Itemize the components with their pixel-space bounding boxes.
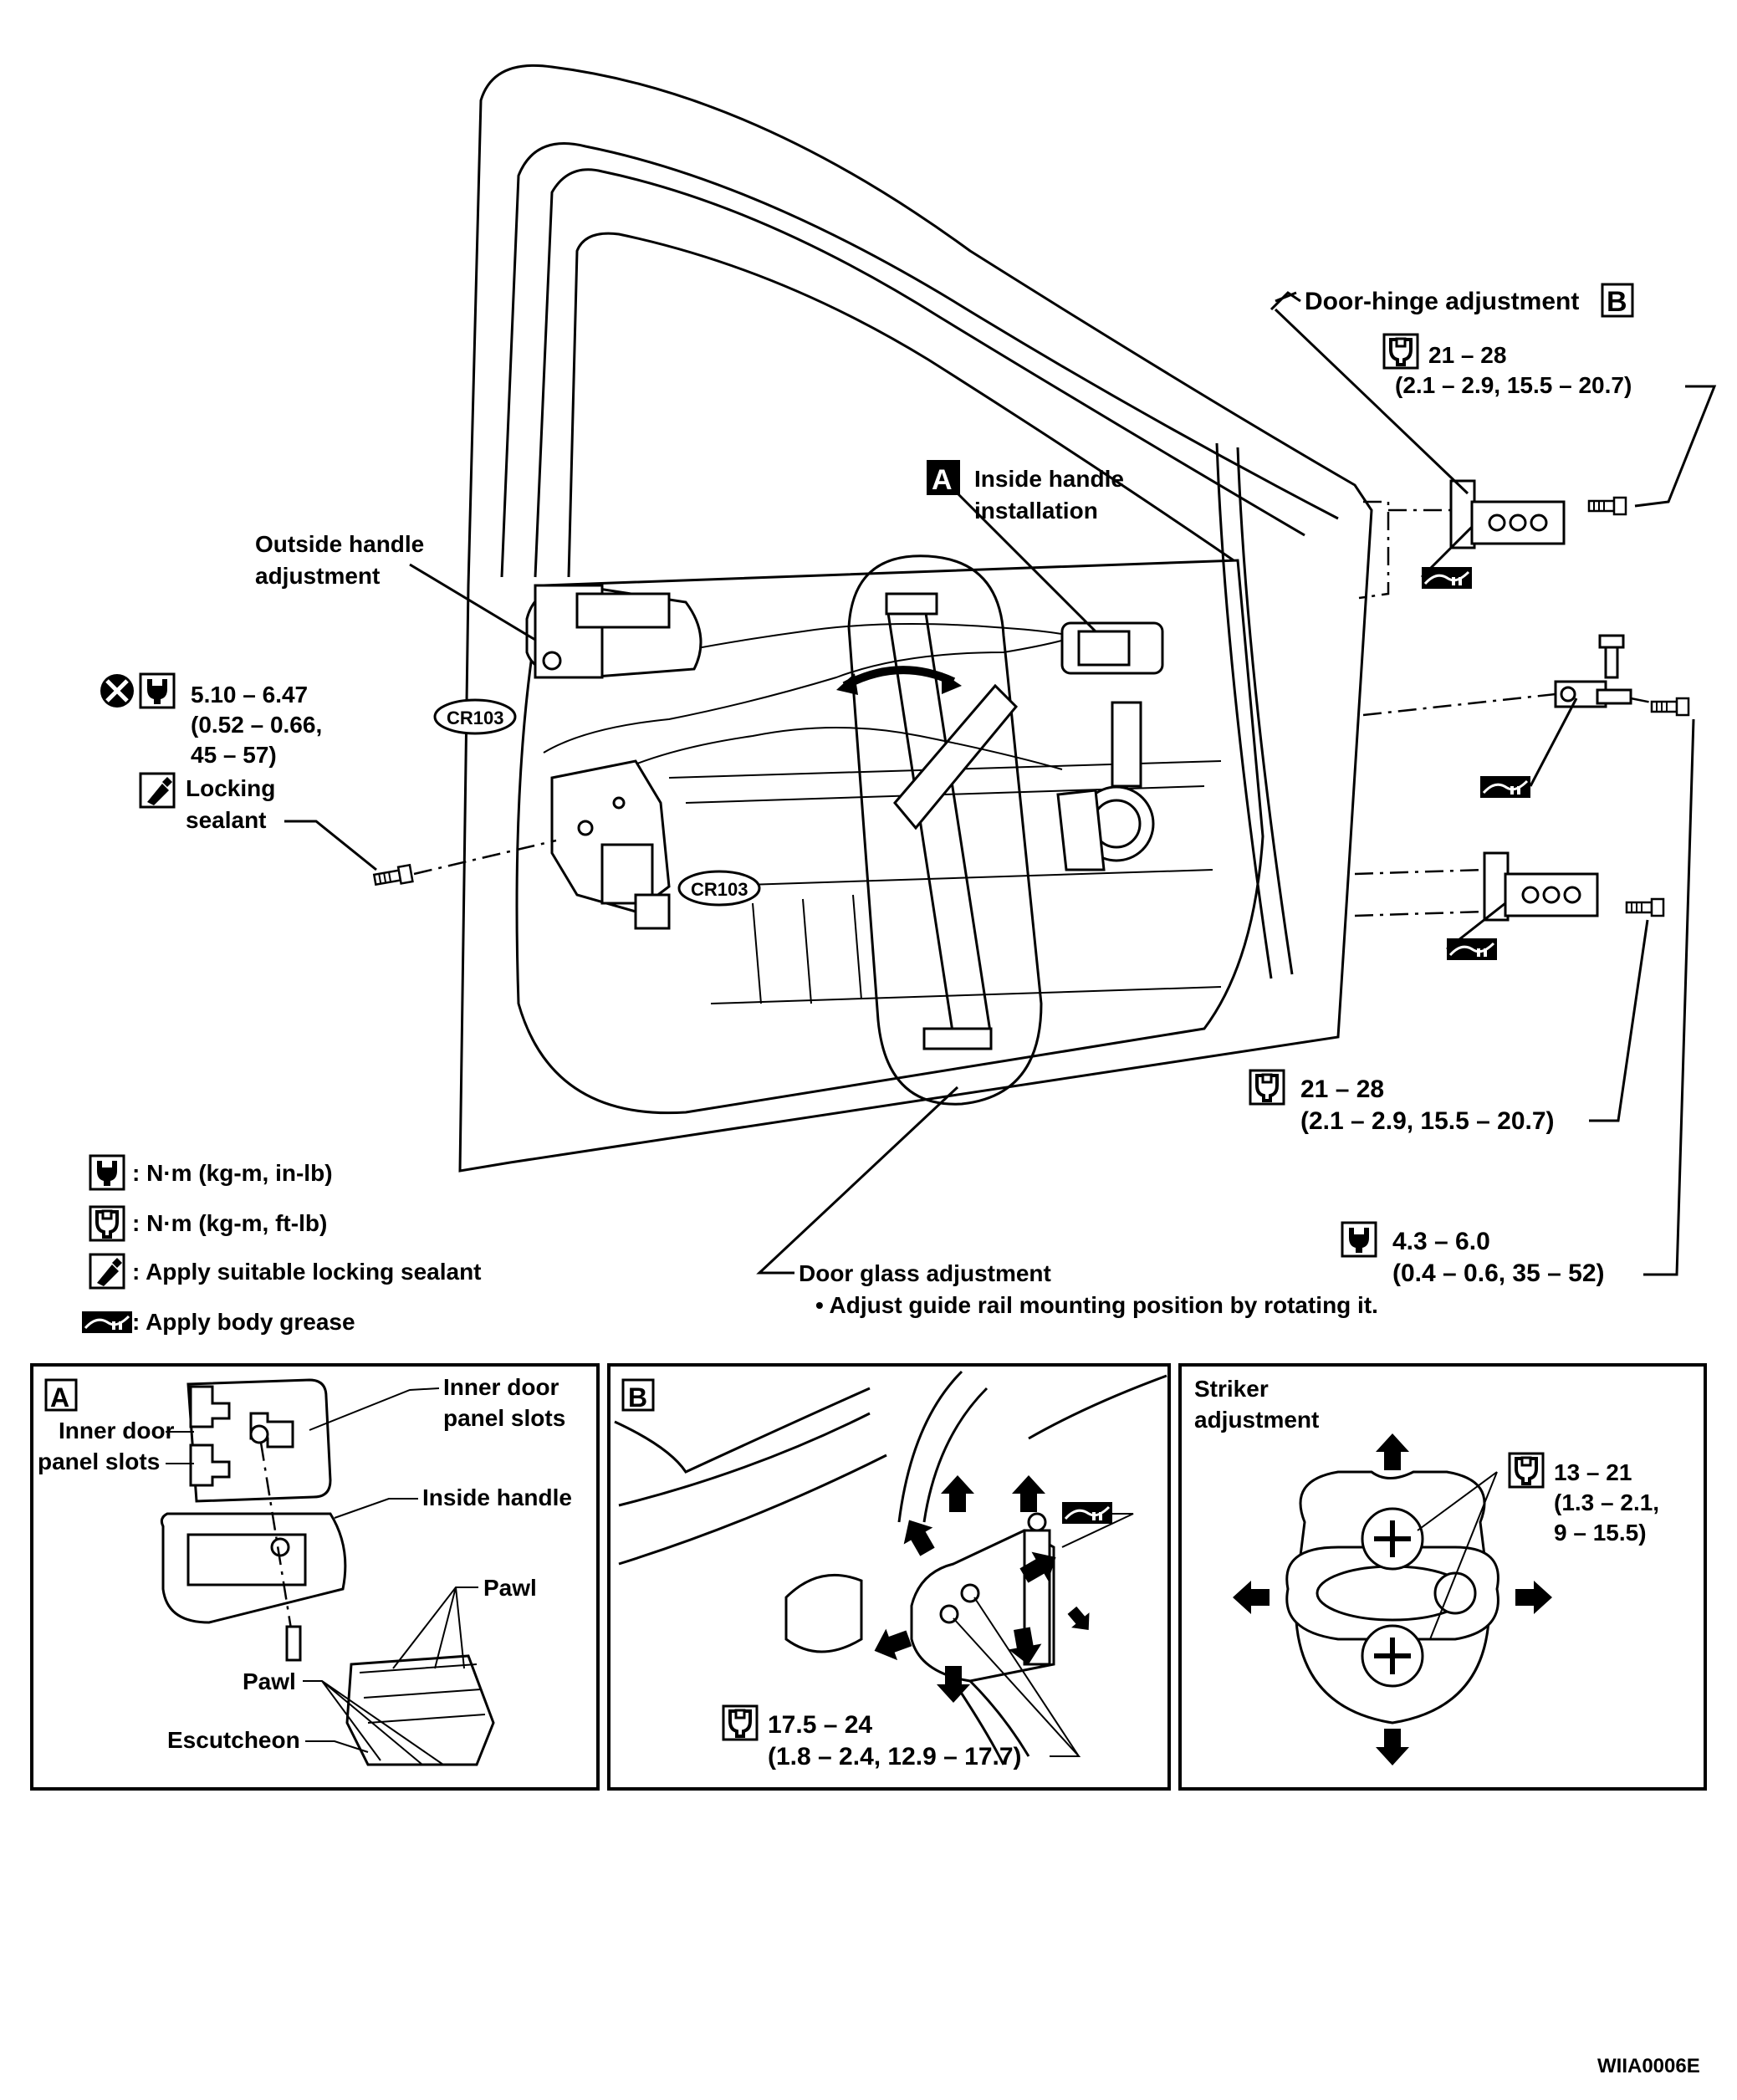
callout-outside-handle-adjustment: Outside handle adjustment xyxy=(255,531,536,641)
hinge-upper-torque-1: 21 – 28 xyxy=(1428,342,1506,368)
door-glass-label: Door glass adjustment xyxy=(799,1260,1051,1286)
legend: : N·m (kg-m, in-lb) : N·m (kg-m, ft-lb) … xyxy=(80,1154,482,1335)
inside-handle-assembly xyxy=(1060,621,1164,675)
panel-b-torque-1: 17.5 – 24 xyxy=(768,1711,872,1739)
striker-title-2: adjustment xyxy=(1194,1407,1319,1433)
outside-handle-label-2: adjustment xyxy=(255,563,380,589)
panel-striker-adjustment: Striker adjustment 13 – 21 (1.3 – 2.1, 9… xyxy=(1178,1363,1707,1791)
door-glass-note: • Adjust guide rail mounting position by… xyxy=(815,1292,1378,1318)
striker-title-1: Striker xyxy=(1194,1376,1269,1402)
check-link-torque-2: (0.4 – 0.6, 35 – 52) xyxy=(1392,1259,1605,1287)
sealant-icon xyxy=(139,772,176,809)
inside-handle-label-2: installation xyxy=(974,498,1098,524)
door-assembly-drawing xyxy=(372,64,1690,1173)
torque-wrench-ftlb-icon xyxy=(89,1205,125,1242)
panel-a-slots-right-2: panel slots xyxy=(443,1405,565,1431)
callout-cr103-lower: CR103 xyxy=(677,870,761,907)
lock-torque-1: 5.10 – 6.47 xyxy=(191,682,308,708)
upper-hinge xyxy=(1358,479,1627,600)
a-badge: A xyxy=(932,464,953,496)
hinge-lower-torque-2: (2.1 – 2.9, 15.5 – 20.7) xyxy=(1300,1107,1555,1135)
panel-a-inside-handle: Inside handle xyxy=(422,1484,572,1510)
grease-icon xyxy=(1060,1500,1114,1525)
lock-torque-3: 45 – 57) xyxy=(191,742,277,768)
sealant-icon xyxy=(89,1253,125,1290)
door-lock-assembly xyxy=(550,759,671,930)
door-hinge-adjustment-label: Door-hinge adjustment xyxy=(1305,288,1579,315)
callout-inside-handle-installation: A Inside handle installation xyxy=(927,460,1124,633)
panel-a-inside-handle: A Inner door panel slots Inner door pane… xyxy=(30,1363,600,1791)
cr103-upper: CR103 xyxy=(447,708,503,728)
legend-grease: : Apply body grease xyxy=(132,1309,355,1335)
torque-wrench-inlb-icon xyxy=(1341,1221,1377,1258)
inside-handle-label-1: Inside handle xyxy=(974,466,1124,492)
legend-sealant: : Apply suitable locking sealant xyxy=(132,1259,482,1285)
hinge-upper-torque-2: (2.1 – 2.9, 15.5 – 20.7) xyxy=(1395,372,1632,398)
b-badge-box xyxy=(1601,283,1634,318)
check-link-torque-1: 4.3 – 6.0 xyxy=(1392,1228,1490,1255)
grease-icon xyxy=(1479,774,1532,800)
outside-handle-label-1: Outside handle xyxy=(255,531,424,557)
callout-lock-torque: 5.10 – 6.47 (0.52 – 0.66, 45 – 57) Locki… xyxy=(100,672,377,871)
cr103-lower: CR103 xyxy=(691,879,748,900)
door-check-link xyxy=(1362,634,1690,717)
hinge-lower-torque-1: 21 – 28 xyxy=(1300,1076,1384,1103)
callout-cr103-upper: CR103 xyxy=(433,698,517,735)
panel-a-slots-left-1: Inner door xyxy=(59,1418,175,1443)
panel-a-pawl-right: Pawl xyxy=(483,1575,537,1601)
callout-door-glass-adjustment: Door glass adjustment • Adjust guide rai… xyxy=(756,1086,1378,1318)
panel-a-escutcheon: Escutcheon xyxy=(167,1727,300,1753)
lock-torque-2: (0.52 – 0.66, xyxy=(191,712,322,738)
legend-nm-inlb: : N·m (kg-m, in-lb) xyxy=(132,1160,333,1186)
b-badge: B xyxy=(1607,286,1627,318)
locking-sealant-label-1: Locking xyxy=(186,775,275,801)
panel-a-slots-right-1: Inner door xyxy=(443,1374,559,1400)
torque-wrench-ftlb-icon xyxy=(1382,333,1419,370)
panel-b-torque-2: (1.8 – 2.4, 12.9 – 17.7) xyxy=(768,1743,1022,1770)
outside-handle-assembly xyxy=(525,584,702,679)
lower-hinge xyxy=(1354,851,1665,922)
torque-wrench-inlb-icon xyxy=(139,672,176,709)
striker-torque-3: 9 – 15.5) xyxy=(1554,1520,1647,1546)
grease-icon xyxy=(1445,937,1499,962)
torque-wrench-ftlb-icon xyxy=(1249,1069,1285,1106)
a-badge-box xyxy=(927,460,960,495)
panel-b-door-hinge: B 17.5 – 24 (1.8 – 2.4, 12.9 – 17.7) xyxy=(607,1363,1171,1791)
striker-torque-1: 13 – 21 xyxy=(1554,1459,1632,1485)
panel-b-badge: B xyxy=(628,1382,647,1413)
torque-wrench-ftlb-icon xyxy=(1508,1452,1545,1489)
drawing-code: WIIA0006E xyxy=(1597,2055,1700,2077)
grease-icon xyxy=(80,1310,134,1335)
locking-sealant-label-2: sealant xyxy=(186,807,267,833)
striker-torque-2: (1.3 – 2.1, xyxy=(1554,1489,1659,1515)
torque-wrench-ftlb-icon xyxy=(722,1704,759,1741)
callout-hinge-upper-torque: 21 – 28 (2.1 – 2.9, 15.5 – 20.7) xyxy=(1382,333,1717,508)
torque-wrench-inlb-icon xyxy=(89,1154,125,1191)
legend-nm-ftlb: : N·m (kg-m, ft-lb) xyxy=(132,1210,327,1236)
panel-a-pawl-left: Pawl xyxy=(243,1668,296,1694)
panel-a-badge: A xyxy=(50,1382,69,1413)
callout-check-link-torque: 4.3 – 6.0 (0.4 – 0.6, 35 – 52) xyxy=(1341,718,1695,1287)
panel-a-slots-left-2: panel slots xyxy=(38,1449,160,1474)
callout-door-hinge-adjustment: Door-hinge adjustment B xyxy=(1270,283,1634,495)
callout-hinge-lower-torque: 21 – 28 (2.1 – 2.9, 15.5 – 20.7) xyxy=(1249,919,1649,1135)
